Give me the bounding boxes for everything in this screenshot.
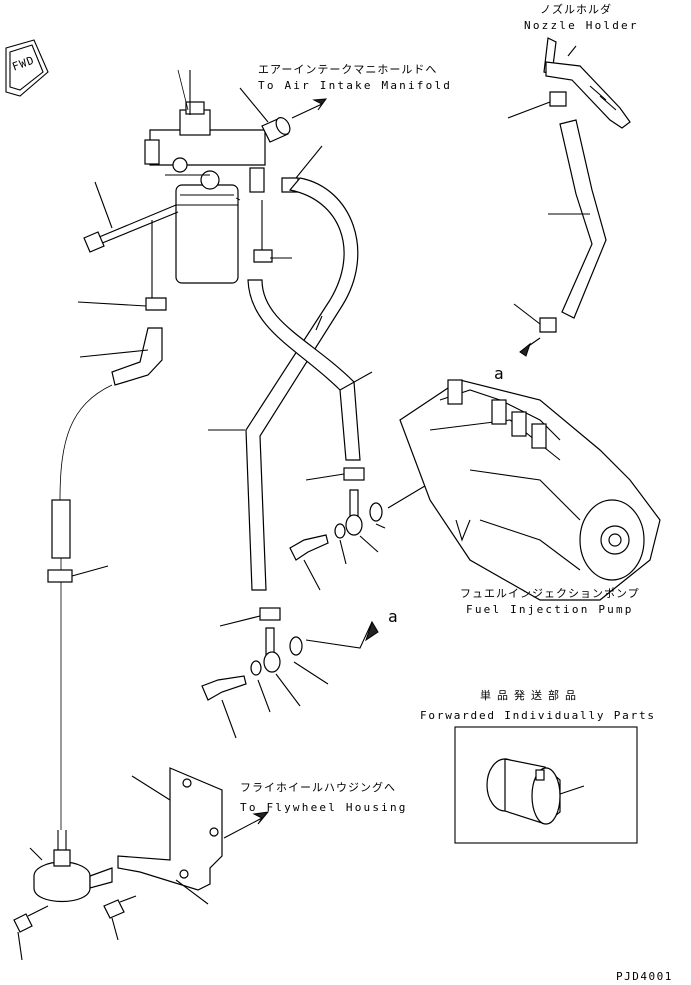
banjo-fitting-upper bbox=[289, 464, 461, 591]
flywheel-label-jp: フライホイールハウジングへ bbox=[240, 781, 396, 794]
mounting-bracket bbox=[117, 767, 270, 905]
forwarded-parts-label-jp: 単品発送部品 bbox=[480, 689, 582, 702]
nozzle-clamp bbox=[507, 91, 567, 119]
fuel-pump-label-jp: フュエルインジェクションポンプ bbox=[460, 587, 640, 600]
fuel-hose-main bbox=[208, 177, 373, 591]
return-pipe bbox=[51, 384, 113, 830]
ref-label-a-mid: a bbox=[388, 607, 398, 626]
fuel-injection-pump bbox=[399, 379, 661, 601]
ref-arrow-a-top bbox=[519, 337, 541, 357]
air-intake-label-en: To Air Intake Manifold bbox=[258, 79, 453, 92]
drawing-code: PJD4001 bbox=[616, 970, 673, 983]
pipe-clamp bbox=[47, 565, 109, 583]
leader-lines bbox=[177, 69, 241, 201]
nozzle-holder bbox=[543, 37, 631, 129]
short-hose bbox=[79, 327, 163, 386]
fwd-arrow-icon bbox=[5, 39, 49, 97]
flywheel-label-en: To Flywheel Housing bbox=[240, 801, 408, 814]
forwarded-parts-label-en: Forwarded Individually Parts bbox=[420, 709, 656, 722]
fuel-filter-assembly bbox=[144, 70, 266, 284]
intake-adapter bbox=[239, 87, 328, 143]
nozzle-holder-label-en: Nozzle Holder bbox=[524, 19, 639, 32]
long-bolt bbox=[83, 181, 179, 253]
nozzle-holder-label-jp: ノズルホルダ bbox=[540, 3, 612, 16]
banjo-fitting-lower bbox=[201, 607, 373, 739]
forwarded-parts-box bbox=[454, 726, 638, 844]
ref-label-a-top: a bbox=[494, 364, 504, 383]
leak-off-hose bbox=[513, 119, 607, 333]
ref-arrow-a-mid bbox=[365, 620, 379, 642]
fuel-strainer bbox=[29, 830, 113, 903]
fuel-pump-label-en: Fuel Injection Pump bbox=[466, 603, 634, 616]
air-intake-label-jp: エアーインテークマニホールドへ bbox=[258, 63, 438, 76]
strainer-bolt bbox=[13, 895, 137, 961]
